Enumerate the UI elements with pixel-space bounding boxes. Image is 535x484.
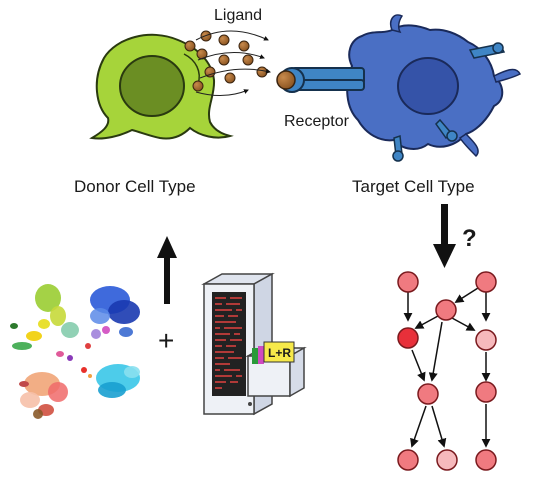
receptor-label: Receptor — [284, 113, 350, 130]
ligand-label: Ligand — [214, 7, 262, 24]
receptor-icon — [276, 42, 506, 162]
database-server-icon: L+R — [201, 272, 307, 416]
up-arrow-icon — [157, 236, 177, 304]
donor-cell-type-label: Donor Cell Type — [74, 177, 196, 196]
gene-regulatory-network-icon — [397, 271, 497, 471]
single-cell-clusters-icon — [10, 284, 140, 419]
question-mark: ? — [462, 225, 477, 252]
donor-cell-icon — [89, 33, 234, 140]
ligand-particles-icon — [184, 30, 271, 96]
plus-sign: + — [158, 325, 174, 356]
database-tag-label: L+R — [268, 346, 291, 360]
target-cell-type-label: Target Cell Type — [352, 177, 475, 196]
target-cell-icon — [346, 14, 522, 158]
down-arrow-icon — [433, 204, 456, 268]
